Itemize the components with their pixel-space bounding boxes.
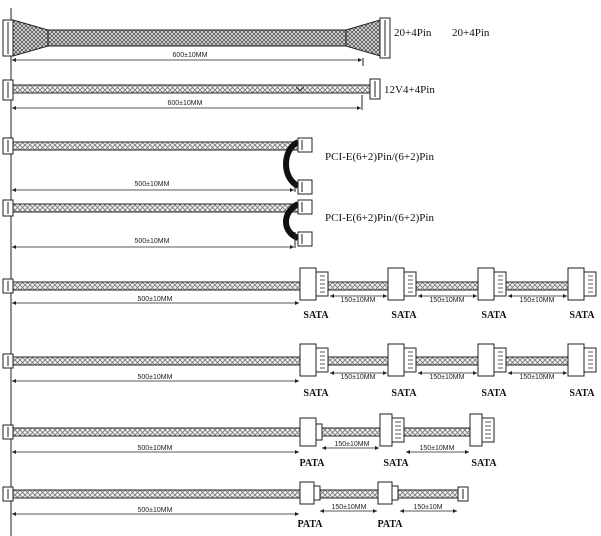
cable-atx-20-4pin: 600±10MM 20+4Pin 20+4Pin <box>2 17 490 66</box>
segment-label: 150±10M <box>413 504 442 511</box>
connector-label: PATA <box>378 519 404 530</box>
connector-label: PCI-E(6+2)Pin/(6+2)Pin <box>325 212 434 224</box>
sata-connector <box>387 267 417 301</box>
connector-label: SATA <box>391 388 417 399</box>
sata-connector <box>567 267 597 301</box>
braided-cable <box>319 489 379 499</box>
connector-label: 12V4+4Pin <box>384 84 435 96</box>
length-label: 500±10MM <box>135 238 170 245</box>
braided-cable <box>12 281 301 291</box>
braided-cable <box>327 356 389 366</box>
cable-pata-sata: 500±10MM 150±10MM 150±10MM PATA SATA SAT… <box>2 413 497 469</box>
sata-connector <box>299 267 329 301</box>
connector-label: SATA <box>391 310 417 321</box>
connector-label: SATA <box>481 310 507 321</box>
sata-connector <box>477 343 507 377</box>
cable-sata-1: 500±10MM 150±10MM 150±10MM 150±10MM SATA… <box>2 267 597 321</box>
sata-connector <box>477 267 507 301</box>
braided-cable <box>505 281 569 291</box>
segment-label: 150±10MM <box>430 374 465 381</box>
cable-pcie-2: 500±10MM PCI-E(6+2)Pin/(6+2)Pin <box>2 199 434 249</box>
connector-label: SATA <box>569 388 595 399</box>
floppy-connector <box>457 486 469 502</box>
length-label: 500±10MM <box>138 374 173 381</box>
connector-label: 20+4Pin <box>452 27 490 39</box>
braided-cable <box>12 356 301 366</box>
sata-connector <box>387 343 417 377</box>
connector-24pin-left <box>2 19 49 57</box>
braided-cable <box>327 281 389 291</box>
braided-cable <box>505 356 569 366</box>
connector-label: PATA <box>300 458 326 469</box>
braided-cable <box>415 356 479 366</box>
sata-connector <box>567 343 597 377</box>
segment-label: 150±10MM <box>341 297 376 304</box>
connector-label: SATA <box>303 310 329 321</box>
length-label: 600±10MM <box>168 100 203 107</box>
sata-connector <box>469 413 495 447</box>
pata-connector <box>299 481 321 505</box>
connector-24pin-right <box>345 17 391 59</box>
connector-label: SATA <box>569 310 595 321</box>
braided-cable <box>403 427 471 437</box>
braided-cable <box>47 29 347 47</box>
pata-connector <box>377 481 399 505</box>
length-label: 500±10MM <box>138 445 173 452</box>
braided-cable <box>321 427 381 437</box>
braided-cable <box>415 281 479 291</box>
connector-label: PCI-E(6+2)Pin/(6+2)Pin <box>325 151 434 163</box>
braided-cable <box>12 427 301 437</box>
segment-label: 150±10MM <box>335 441 370 448</box>
cable-pcie-1: 500±10MM PCI-E(6+2)Pin/(6+2)Pin <box>2 137 434 195</box>
length-label: 500±10MM <box>138 296 173 303</box>
cable-eps-12v: 600±10MM 12V4+4Pin <box>2 78 435 110</box>
length-label: 500±10MM <box>138 507 173 514</box>
length-label: 600±10MM <box>173 52 208 59</box>
segment-label: 150±10MM <box>420 445 455 452</box>
braided-cable <box>397 489 459 499</box>
connector-label: SATA <box>481 388 507 399</box>
connector-label: PATA <box>298 519 324 530</box>
braided-cable <box>12 141 299 151</box>
segment-label: 150±10MM <box>332 504 367 511</box>
length-label: 500±10MM <box>135 181 170 188</box>
segment-label: 150±10MM <box>520 374 555 381</box>
cable-sata-2: 500±10MM 150±10MM 150±10MM 150±10MM SATA… <box>2 343 597 399</box>
segment-label: 150±10MM <box>341 374 376 381</box>
segment-label: 150±10MM <box>520 297 555 304</box>
connector-label: 20+4Pin <box>394 27 432 39</box>
braided-cable <box>12 489 301 499</box>
segment-label: 150±10MM <box>430 297 465 304</box>
connector-label: SATA <box>471 458 497 469</box>
braided-cable <box>12 203 299 213</box>
cable-pata-floppy: 500±10MM 150±10MM 150±10M PATA PATA <box>2 481 469 530</box>
pata-connector <box>299 417 323 447</box>
connector-label: SATA <box>303 388 329 399</box>
braided-cable <box>12 84 371 94</box>
connector-label: SATA <box>383 458 409 469</box>
sata-connector <box>379 413 405 447</box>
sata-connector <box>299 343 329 377</box>
